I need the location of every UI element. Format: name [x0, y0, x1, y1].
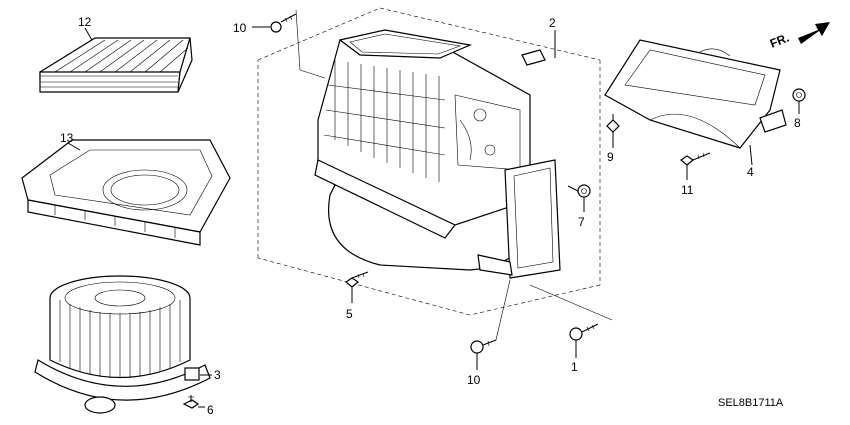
direction-label: FR. — [768, 31, 791, 51]
blower-housing-part[interactable] — [314, 29, 561, 279]
air-duct-part[interactable] — [604, 39, 787, 149]
callout-7: 7 — [578, 215, 585, 229]
callout-9: 9 — [607, 150, 614, 164]
callout-10-top: 10 — [233, 21, 247, 35]
callout-6: 6 — [207, 403, 214, 417]
housing-group-frame — [257, 7, 601, 316]
callout-5: 5 — [346, 307, 353, 321]
screw-11[interactable] — [679, 152, 711, 166]
nut-7[interactable] — [567, 184, 591, 198]
arrow-right-icon — [798, 22, 830, 44]
screw-10-bottom[interactable] — [470, 339, 497, 354]
callout-1: 1 — [571, 360, 578, 374]
callout-3: 3 — [214, 368, 221, 382]
nut-8[interactable] — [792, 88, 806, 102]
callout-4: 4 — [747, 165, 754, 179]
air-filter-part[interactable] — [39, 37, 193, 93]
blower-motor-part[interactable] — [34, 275, 211, 414]
screw-1[interactable] — [569, 323, 599, 341]
callout-8: 8 — [794, 116, 801, 130]
filter-case-part[interactable] — [21, 139, 231, 246]
callout-11: 11 — [681, 183, 694, 197]
clip-9[interactable] — [606, 114, 620, 133]
screw-10-top[interactable] — [270, 13, 297, 33]
callout-12: 12 — [78, 15, 92, 29]
diagram-code: SEL8B1711A — [718, 397, 784, 409]
screw-6[interactable] — [182, 395, 200, 409]
callout-10-bottom: 10 — [467, 373, 481, 387]
screw-5[interactable] — [344, 271, 369, 288]
callout-2: 2 — [549, 16, 556, 30]
front-direction-indicator: FR. — [768, 22, 830, 51]
callout-13: 13 — [60, 131, 74, 145]
